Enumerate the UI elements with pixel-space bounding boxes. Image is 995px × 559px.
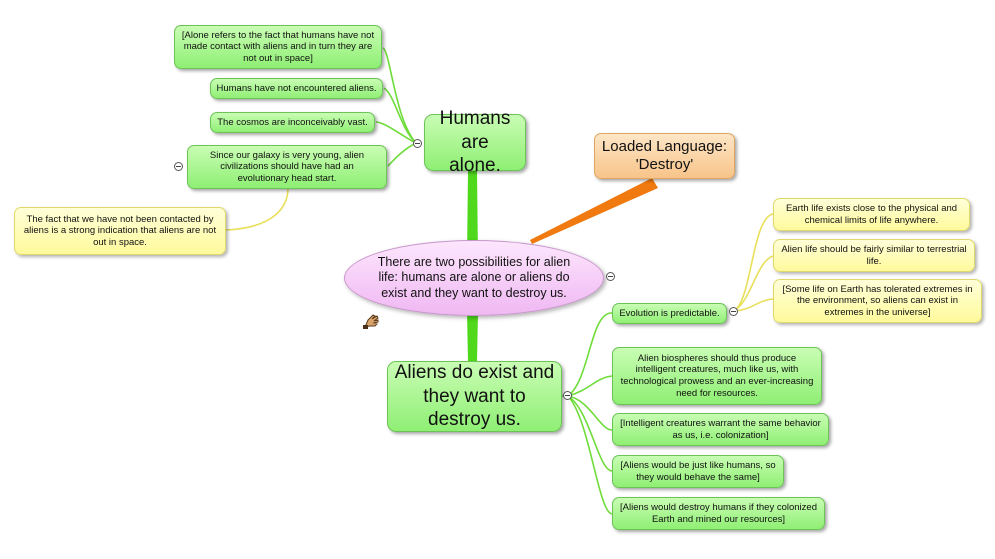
subtopic-not-contacted[interactable]: The fact that we have not been contacted… [14, 207, 226, 255]
link-cosmos [375, 121, 417, 144]
subtopic-cosmos-vast[interactable]: The cosmos are inconceivably vast. [210, 112, 375, 133]
subtopic-destroy-humans-text: [Aliens would destroy humans if they col… [620, 501, 817, 525]
subtopic-like-humans-text: [Aliens would be just like humans, so th… [620, 459, 776, 483]
subtopic-biospheres[interactable]: Alien biospheres should thus produce int… [612, 347, 822, 405]
subtopic-extremes-text: [Some life on Earth has tolerated extrem… [782, 283, 973, 318]
link-colonization [567, 395, 613, 431]
central-topic-text: There are two possibilities for alien li… [377, 255, 571, 300]
subtopic-not-contacted-text: The fact that we have not been contacted… [23, 213, 217, 248]
link-evolution [567, 312, 613, 397]
link-biospheres [567, 375, 613, 397]
topic-loaded-language[interactable]: Loaded Language: 'Destroy' [594, 133, 735, 179]
collapse-toggle-evolution[interactable] [729, 307, 738, 316]
collapse-toggle-center[interactable] [606, 272, 615, 281]
link-not-contacted [225, 187, 289, 231]
topic-humans-alone-text: Humans are alone. [439, 107, 511, 177]
link-center-humans [467, 170, 478, 258]
link-center-aliens [467, 312, 478, 362]
link-similar-life [733, 255, 774, 312]
topic-loaded-language-text: Loaded Language: 'Destroy' [601, 137, 728, 173]
link-extremes [733, 298, 774, 312]
subtopic-cosmos-vast-text: The cosmos are inconceivably vast. [217, 116, 368, 128]
subtopic-similar-life[interactable]: Alien life should be fairly similar to t… [773, 239, 975, 272]
topic-humans-alone[interactable]: Humans are alone. [424, 108, 526, 176]
topic-aliens-exist-text: Aliens do exist and they want to destroy… [394, 361, 555, 431]
subtopic-similar-life-text: Alien life should be fairly similar to t… [781, 243, 967, 267]
collapse-toggle-aliens[interactable] [563, 391, 572, 400]
subtopic-extremes[interactable]: [Some life on Earth has tolerated extrem… [773, 279, 982, 323]
link-destroy [567, 395, 613, 515]
subtopic-destroy-humans[interactable]: [Aliens would destroy humans if they col… [612, 497, 825, 530]
subtopic-not-encountered-text: Humans have not encountered aliens. [216, 82, 377, 94]
subtopic-alone-definition[interactable]: [Alone refers to the fact that humans ha… [174, 25, 382, 69]
subtopic-galaxy-young[interactable]: Since our galaxy is very young, alien ci… [187, 145, 387, 189]
subtopic-like-humans[interactable]: [Aliens would be just like humans, so th… [612, 455, 784, 488]
subtopic-earth-limits-text: Earth life exists close to the physical … [785, 202, 958, 226]
collapse-toggle-galaxy[interactable] [174, 162, 183, 171]
subtopic-alone-definition-text: [Alone refers to the fact that humans ha… [181, 29, 375, 64]
subtopic-colonization[interactable]: [Intelligent creatures warrant the same … [612, 413, 829, 446]
collapse-toggle-humans[interactable] [413, 139, 422, 148]
link-earth-limits [733, 213, 774, 312]
link-alone-def [382, 47, 417, 144]
subtopic-colonization-text: [Intelligent creatures warrant the same … [620, 417, 821, 441]
topic-aliens-exist[interactable]: Aliens do exist and they want to destroy… [387, 361, 562, 432]
subtopic-evolution-text: Evolution is predictable. [619, 307, 720, 319]
subtopic-biospheres-text: Alien biospheres should thus produce int… [620, 352, 814, 399]
subtopic-earth-limits[interactable]: Earth life exists close to the physical … [773, 198, 970, 231]
subtopic-galaxy-young-text: Since our galaxy is very young, alien ci… [209, 149, 365, 184]
central-topic[interactable]: There are two possibilities for alien li… [344, 240, 604, 316]
subtopic-evolution[interactable]: Evolution is predictable. [612, 303, 727, 324]
link-like-humans [567, 395, 613, 472]
link-not-encountered [383, 87, 417, 144]
link-galaxy [387, 142, 417, 167]
link-center-loaded [530, 178, 658, 244]
hand-pointer-icon [363, 314, 379, 329]
subtopic-not-encountered[interactable]: Humans have not encountered aliens. [210, 78, 383, 99]
